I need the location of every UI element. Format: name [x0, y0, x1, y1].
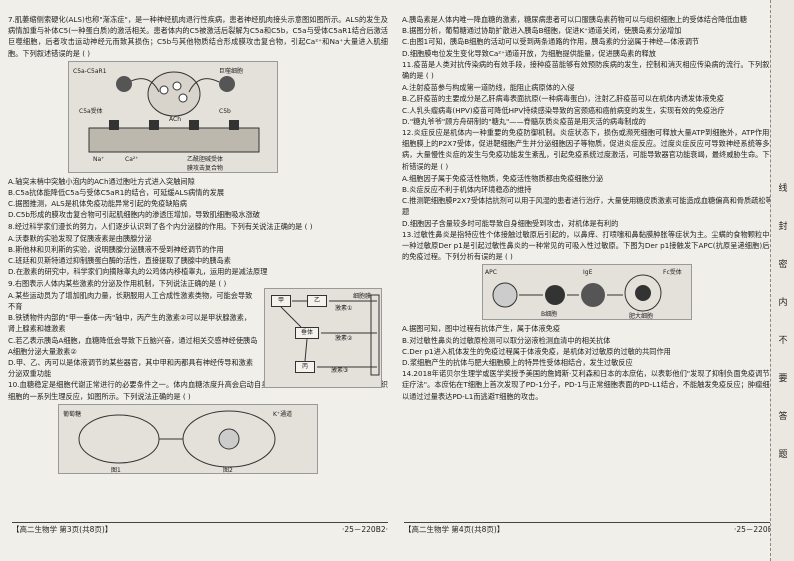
q11-option-d[interactable]: D."糖丸爷爷"顾方舟研制的"糖丸"——脊髓灰质炎疫苗是用灭活的病毒制成的 — [402, 116, 646, 126]
label-hormone-2: 激素② — [335, 334, 353, 342]
fig1-caption: 图1 — [111, 466, 121, 474]
page-4-column: A.胰岛素是人体内唯一降血糖的激素，糖尿病患者可以口服胰岛素药物可以与组织细胞上… — [402, 14, 784, 534]
q13-option-c[interactable]: C.Der p1进入机体发生的免疫过程属于体液免疫，是机体对过敏原的过敏的共同作… — [402, 346, 671, 356]
spine-char: 封 — [778, 222, 788, 232]
q11-option-a[interactable]: A.注射疫苗参与构成第一道防线，能阻止病原体的入侵 — [402, 83, 575, 93]
spine-char: 内 — [778, 298, 788, 308]
neuromuscular-junction-figure — [88, 71, 260, 153]
q7-option-a[interactable]: A.轴突末梢中突触小泡内的ACh通过胞吐方式进入突触间隙 — [8, 176, 195, 186]
label-hormone-3: 激素③ — [331, 366, 349, 374]
pancreatic-cell-figure — [78, 410, 276, 468]
question-8-options: A.沃泰默的实验发现了促胰液素是由胰腺分泌 B.斯他林和贝利斯的实验，说明胰腺分… — [8, 233, 388, 278]
question-10-options: A.胰岛素是人体内唯一降血糖的激素，糖尿病患者可以口服胰岛素药物可以与组织细胞上… — [402, 14, 784, 59]
question-12-options: A.细胞因子属于免疫活性物质，免疫活性物质都由免疫细胞分泌 B.炎症反应不利于机… — [402, 173, 784, 229]
question-9-options: A.某些运动员为了增加肌肉力量，长期服用人工合成性激素类物，可能会导致不育 B.… — [8, 290, 258, 380]
label-hormone-1: 激素① — [335, 304, 353, 312]
q8-option-b[interactable]: B.斯他林和贝利斯的实验，说明胰腺分泌胰液不受到神经调节的作用 — [8, 245, 224, 255]
fig-label-glucose: 葡萄糖 — [63, 410, 82, 418]
fig-label-apc: APC — [485, 269, 497, 277]
q10-option-b[interactable]: B.据图分析，葡萄糖通过协助扩散进入胰岛B细胞，促进K⁺通道关闭，使胰岛素分泌增… — [402, 26, 682, 36]
q8-option-c[interactable]: C.班廷和贝斯特通过抑制胰蛋白酶的活性，直接提取了胰腺中的胰岛素 — [8, 256, 231, 266]
q12-option-a[interactable]: A.细胞因子属于免疫活性物质，免疫活性物质都由免疫细胞分泌 — [402, 173, 604, 183]
binding-warning: 线 封 密 内 不 要 答 题 — [778, 170, 788, 474]
question-13-options: A.据图可知，图中过程有抗体产生，属于体液免疫 B.对过敏性鼻炎的过敏原检测可以… — [402, 323, 784, 368]
fig-label-ca: Ca²⁺ — [125, 155, 139, 163]
q9-option-b[interactable]: B.铁锈物件内部的"甲一垂体一丙"轴中，丙产生的激素②可以是甲状腺激素，肾上腺素… — [8, 313, 252, 334]
q13-option-d[interactable]: D.浆细胞产生的抗体与肥大细胞膜上的特异性受体相结合，发生过敏反应 — [402, 358, 633, 368]
question-13-stem: 13.过敏性鼻炎是指特应性个体接触过敏原后引起的，以鼻痒、打喷嚏和鼻黏膜肿胀等症… — [402, 229, 784, 262]
question-10-stem: 10.血糖稳定是细胞代谢正常进行的必要条件之一。体内血糖浓度升高会启动自身的调节… — [8, 380, 388, 401]
fig-label-ach: ACh — [169, 115, 181, 123]
q12-option-b[interactable]: B.炎症反应不利于机体内环境稳态的维持 — [402, 185, 532, 195]
fig-label-microglia: C5a-C5aR1 — [73, 67, 107, 75]
spine-char: 不 — [778, 336, 788, 346]
fig-label-mac: 膜攻击复合物 — [187, 164, 224, 172]
question-12-stem: 12.炎症反应是机体内一种重要的免疫防御机制。炎症状态下，损伤或濒死细胞可释放大… — [402, 128, 784, 171]
question-14-stem: 14.2018年诺贝尔生理学或医学奖授予美国的詹姆斯·艾利森和日本的本庶佑，以表… — [402, 369, 784, 401]
question-9-block: A.某些运动员为了增加肌肉力量，长期服用人工合成性激素类物，可能会导致不育 B.… — [8, 287, 388, 388]
q9-option-d[interactable]: D.甲、乙、丙可以是体液调节的某些器官，其中甲和丙都具有神经传导和激素分泌双重功… — [8, 358, 254, 379]
fig-label-fc: Fc受体 — [663, 269, 682, 277]
page-4-code: ·25－220B2· — [733, 525, 780, 534]
q7-option-b[interactable]: B.C5a抗体能降低C5a与受体C5aR1的结合，可延缓ALS病情的发展 — [8, 188, 225, 198]
question-11-stem: 11.疫苗是人类对抗传染病的有效手段，接种疫苗能够有效预防疾病的发生，控制和消灭… — [402, 59, 784, 81]
spine-char: 线 — [778, 184, 788, 194]
q10-option-d[interactable]: D.细胞膜电位发生变化导致Ca²⁺通道开放，为细胞提供能量，促进胰岛素的释放 — [402, 48, 656, 58]
node-yi: 乙 — [307, 294, 327, 307]
question-7-options: A.轴突末梢中突触小泡内的ACh通过胞吐方式进入突触间隙 B.C5a抗体能降低C… — [8, 176, 388, 221]
node-chuiti: 垂体 — [295, 326, 319, 339]
question-11-options: A.注射疫苗参与构成第一道防线，能阻止病原体的入侵 B.乙肝疫苗的主要成分是乙肝… — [402, 82, 784, 127]
page-4-footer: 【高二生物学 第4页(共8页)】 ·25－220B2· — [404, 522, 780, 536]
question-7-stem: 7.肌萎缩侧索硬化(ALS)也称"渐冻症"，是一种神经肌肉退行性疾病，患者神经肌… — [8, 15, 388, 58]
fig-label-macrophage: 巨噬细胞 — [219, 67, 244, 75]
q9-option-a[interactable]: A.某些运动员为了增加肌肉力量，长期服用人工合成性激素类物，可能会导致不育 — [8, 290, 253, 312]
q8-option-d[interactable]: D.在激素的研究中，科学家们向摘除睾丸的公鸡体内移植睾丸，运用的是减法原理 — [8, 267, 268, 277]
q9-option-c[interactable]: C.若乙表示胰岛A细胞，血糖降低会导致下丘脑兴奋，通过相关交感神经使胰岛A细胞分… — [8, 335, 258, 356]
q10-option-a[interactable]: A.胰岛素是人体内唯一降血糖的激素，糖尿病患者可以口服胰岛素药物可以与组织细胞上… — [402, 15, 747, 24]
spine-char: 答 — [778, 412, 788, 422]
q11-option-b[interactable]: B.乙肝疫苗的主要成分是乙肝病毒表面抗原(一种病毒蛋白)，注射乙肝疫苗可以在机体… — [402, 94, 724, 104]
fig-label-c5b: C5b — [219, 107, 231, 115]
node-jia: 甲 — [271, 294, 291, 307]
fig-label-b-cell: B细胞 — [541, 311, 558, 319]
page-3-column: 7.肌萎缩侧索硬化(ALS)也称"渐冻症"，是一种神经肌肉退行性疾病，患者神经肌… — [8, 14, 388, 534]
q13-option-a[interactable]: A.据图可知，图中过程有抗体产生，属于体液免疫 — [402, 324, 561, 334]
q8-option-a[interactable]: A.沃泰默的实验发现了促胰液素是由胰腺分泌 — [8, 233, 152, 243]
q9-arrows — [280, 294, 380, 376]
allergy-pathway-figure — [492, 274, 662, 312]
q9-diagram: 甲 乙 垂体 丙 激素① 激素② 激素③ 细胞膜 — [264, 287, 382, 388]
q7-option-d[interactable]: D.C5b形成的膜攻击复合物可引起肌细胞内的渗透压增加，导致肌细胞吸水涨破 — [8, 210, 260, 220]
page-3-title: 【高二生物学 第3页(共8页)】 — [12, 525, 113, 534]
spine-char: 要 — [778, 374, 788, 384]
q7-diagram: C5a-C5aR1 巨噬细胞 C5a受体 C5b ACh Na⁺ Ca²⁺ 乙酰… — [68, 60, 278, 173]
q10-option-c[interactable]: C.由图1可知，胰岛B细胞的活动可以受到两条通路的作用，胰岛素的分泌属于神经—体… — [402, 37, 700, 47]
q13-option-b[interactable]: B.对过敏性鼻炎的过敏原检测可以取分泌液检测血清中的相关抗体 — [402, 335, 611, 345]
q12-option-d[interactable]: D.细胞因子含量较多时可能导致自身细胞受到攻击，对机体是有利的 — [402, 218, 619, 228]
page-3-code: ·25－220B2· — [341, 525, 388, 534]
binding-margin: 线 封 密 内 不 要 答 题 — [770, 0, 794, 561]
fig-label-na: Na⁺ — [93, 155, 105, 163]
fig-label-ach-receptor: 乙酰胆碱受体 — [187, 155, 224, 163]
q11-option-c[interactable]: C.人乳头瘤病毒(HPV)疫苗可降低HPV持续感染导致的宫颈癌和癌前病变的发生，… — [402, 105, 725, 115]
q7-option-c[interactable]: C.据图推测，ALS是机体免疫功能异常引起的免疫缺陷病 — [8, 199, 187, 209]
spine-char: 题 — [778, 450, 788, 460]
page-4-title: 【高二生物学 第4页(共8页)】 — [404, 525, 505, 534]
fig-label-k-channel: K⁺通道 — [273, 410, 293, 418]
fig-label-mast-cell: 肥大细胞 — [629, 313, 654, 321]
q12-option-c[interactable]: C.推测靶细胞膜P2X7受体拮抗剂可以用于风湿的患者进行治疗，大量使用糖皮质激素… — [402, 196, 780, 217]
fig2-caption: 图2 — [223, 466, 233, 474]
node-bing: 丙 — [295, 360, 315, 373]
question-9-stem: 9.右图表示人体内某些激素的分泌及作用机制，下列说法正确的是 ( ) — [8, 278, 227, 288]
question-8-stem: 8.经过科学家们漫长的努力，人们逐步认识到了各个内分泌腺的作用。下列有关说法正确… — [8, 221, 313, 231]
fig-label-receptor: C5a受体 — [79, 107, 103, 115]
page-3-footer: 【高二生物学 第3页(共8页)】 ·25－220B2· — [12, 522, 388, 536]
q13-diagram: APC B细胞 IgE Fc受体 肥大细胞 — [482, 264, 692, 321]
spine-char: 密 — [778, 260, 788, 270]
fig-label-ige: IgE — [583, 269, 593, 277]
q10-diagram: 图1 图2 葡萄糖 K⁺通道 — [58, 403, 318, 474]
label-cell-membrane: 细胞膜 — [353, 292, 372, 300]
